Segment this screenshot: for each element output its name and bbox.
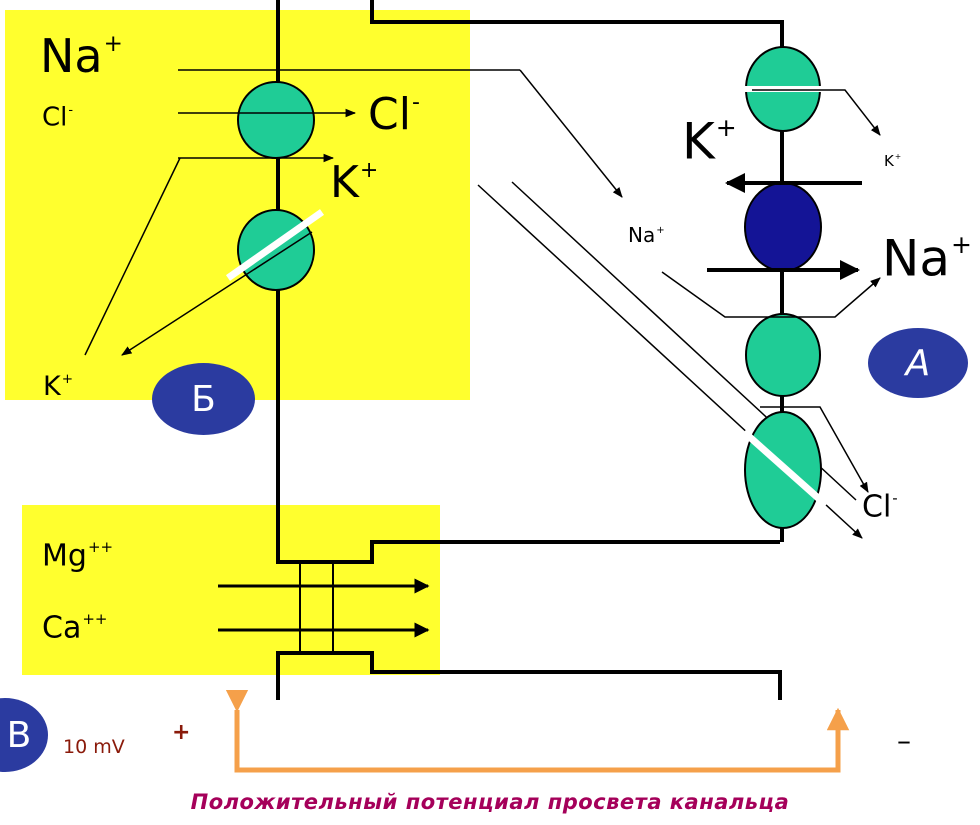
label-k-lumen: K+ xyxy=(43,371,74,403)
label-na-cell: Na+ xyxy=(628,223,665,247)
label-cl-lumen: Cl- xyxy=(42,102,74,133)
label-k-interstitium: K+ xyxy=(884,151,902,170)
badge-a: A xyxy=(868,328,968,398)
potential-arrow xyxy=(225,689,850,773)
potential-caption: Положительный потенциал просвета канальц… xyxy=(190,790,790,814)
cell-outline xyxy=(276,0,784,700)
label-mg: Mg++ xyxy=(42,538,114,574)
paracellular-channel xyxy=(299,564,334,651)
panel-apical-transport xyxy=(5,10,470,400)
na-to-pump-arrow xyxy=(661,271,881,318)
badge-b: Б xyxy=(152,363,255,435)
k-exit-arrow xyxy=(752,89,881,136)
potential-minus: – xyxy=(897,724,911,757)
label-cl-interstitium: Cl- xyxy=(862,489,898,525)
label-ca: Ca++ xyxy=(42,610,108,646)
label-k-cell: K+ xyxy=(330,156,379,208)
panel-paracellular-transport xyxy=(22,505,440,675)
label-cl-cell: Cl- xyxy=(368,88,420,140)
na-to-cell-arrow xyxy=(519,69,623,198)
cl-exit-arrow xyxy=(760,406,869,493)
k-efflux-arrow xyxy=(121,231,313,356)
label-na-lumen: Na+ xyxy=(40,29,123,83)
k-recycle-arrow-1 xyxy=(84,157,181,356)
potential-value: 10 mV xyxy=(63,736,125,758)
basolateral-cl-channel-pore xyxy=(741,429,829,508)
nkcc2-carrier xyxy=(237,81,315,159)
basolateral-cotransporter xyxy=(745,313,821,397)
label-na-interstitium: Na+ xyxy=(882,229,972,288)
na-k-atpase xyxy=(744,182,822,272)
label-k-pump: K+ xyxy=(682,112,737,171)
potential-plus: + xyxy=(172,720,191,745)
romk-channel-pore xyxy=(225,209,325,281)
